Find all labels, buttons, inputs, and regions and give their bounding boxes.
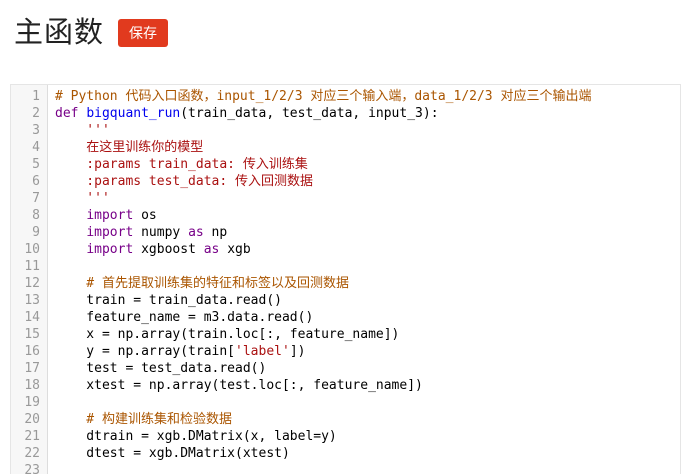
line-number: 1 [32, 89, 40, 104]
code-text: dtest = xgb.DMatrix(xtest) [55, 446, 290, 461]
code-line: 7 ''' [11, 190, 680, 207]
code-line: 19 [11, 394, 680, 411]
code-line: 1 # Python 代码入口函数，input_1/2/3 对应三个输入端，dat… [11, 88, 680, 105]
code-text: # 首先提取训练集的特征和标签以及回测数据 [55, 276, 349, 291]
code-text: y = np.array(train['label']) [55, 344, 306, 359]
code-text: # 构建训练集和检验数据 [55, 412, 232, 427]
line-number: 22 [24, 446, 40, 461]
code-line: 22 dtest = xgb.DMatrix(xtest) [11, 445, 680, 462]
code-text: xtest = np.array(test.loc[:, feature_nam… [55, 378, 423, 393]
code-text: ''' [55, 123, 110, 138]
code-text: import xgboost as xgb [86, 242, 251, 257]
code-line: 18 xtest = np.array(test.loc[:, feature_… [11, 377, 680, 394]
code-line: 2 def bigquant_run(train_data, test_data,… [11, 105, 680, 122]
line-number: 23 [24, 463, 40, 474]
code-text: import numpy as np [86, 225, 228, 240]
line-number: 10 [24, 242, 40, 257]
code-editor[interactable]: 1 # Python 代码入口函数，input_1/2/3 对应三个输入端，dat… [10, 84, 681, 474]
line-number: 21 [24, 429, 40, 444]
line-number: 17 [24, 361, 40, 376]
code-line: 13 train = train_data.read() [11, 292, 680, 309]
code-text [48, 394, 680, 411]
code-line: 23 [11, 462, 680, 474]
header: 主函数 保存 [0, 0, 682, 54]
line-number: 14 [24, 310, 40, 325]
code-line: 16 y = np.array(train['label']) [11, 343, 680, 360]
code-text: :params test_data: 传入回测数据 [55, 174, 314, 189]
save-button[interactable]: 保存 [118, 19, 169, 47]
code-line: 11 [11, 258, 680, 275]
code-text [48, 462, 680, 474]
line-number: 7 [32, 191, 40, 206]
line-number: 6 [32, 174, 40, 189]
page-title: 主函数 [14, 17, 105, 49]
code-text: ''' [55, 191, 110, 206]
code-text: import os [86, 208, 157, 223]
line-number: 3 [32, 123, 40, 138]
code-text: def bigquant_run(train_data, test_data, … [55, 106, 439, 121]
line-number: 18 [24, 378, 40, 393]
code-line: 8 import os [11, 207, 680, 224]
line-number: 16 [24, 344, 40, 359]
line-number: 5 [32, 157, 40, 172]
line-number: 13 [24, 293, 40, 308]
code-line: 15 x = np.array(train.loc[:, feature_nam… [11, 326, 680, 343]
code-text [48, 258, 680, 275]
line-number: 12 [24, 276, 40, 291]
code-text: train = train_data.read() [55, 293, 282, 308]
code-text: 在这里训练你的模型 [55, 140, 204, 155]
code-line: 5 :params train_data: 传入训练集 [11, 156, 680, 173]
line-number: 15 [24, 327, 40, 342]
code-text: x = np.array(train.loc[:, feature_name]) [55, 327, 400, 342]
code-text: # Python 代码入口函数，input_1/2/3 对应三个输入端，data… [55, 89, 592, 104]
code-line: 9 import numpy as np [11, 224, 680, 241]
code-text: dtrain = xgb.DMatrix(x, label=y) [55, 429, 337, 444]
line-number: 8 [32, 208, 40, 223]
code-text: test = test_data.read() [55, 361, 267, 376]
code-line: 4 在这里训练你的模型 [11, 139, 680, 156]
line-number: 19 [24, 395, 40, 410]
save-button-label: 保存 [129, 25, 158, 41]
code-line: 6 :params test_data: 传入回测数据 [11, 173, 680, 190]
code-text: :params train_data: 传入训练集 [55, 157, 308, 172]
code-line: 12 # 首先提取训练集的特征和标签以及回测数据 [11, 275, 680, 292]
code-text: feature_name = m3.data.read() [55, 310, 314, 325]
code-line: 17 test = test_data.read() [11, 360, 680, 377]
code-line: 10 import xgboost as xgb [11, 241, 680, 258]
code-line: 21 dtrain = xgb.DMatrix(x, label=y) [11, 428, 680, 445]
line-number: 11 [24, 259, 40, 274]
code-line: 20 # 构建训练集和检验数据 [11, 411, 680, 428]
line-number: 2 [32, 106, 40, 121]
line-number: 4 [32, 140, 40, 155]
line-number: 20 [24, 412, 40, 427]
code-lines: 1 # Python 代码入口函数，input_1/2/3 对应三个输入端，dat… [11, 88, 680, 474]
line-number-gutter [11, 85, 48, 474]
line-number: 9 [32, 225, 40, 240]
code-line: 3 ''' [11, 122, 680, 139]
code-line: 14 feature_name = m3.data.read() [11, 309, 680, 326]
